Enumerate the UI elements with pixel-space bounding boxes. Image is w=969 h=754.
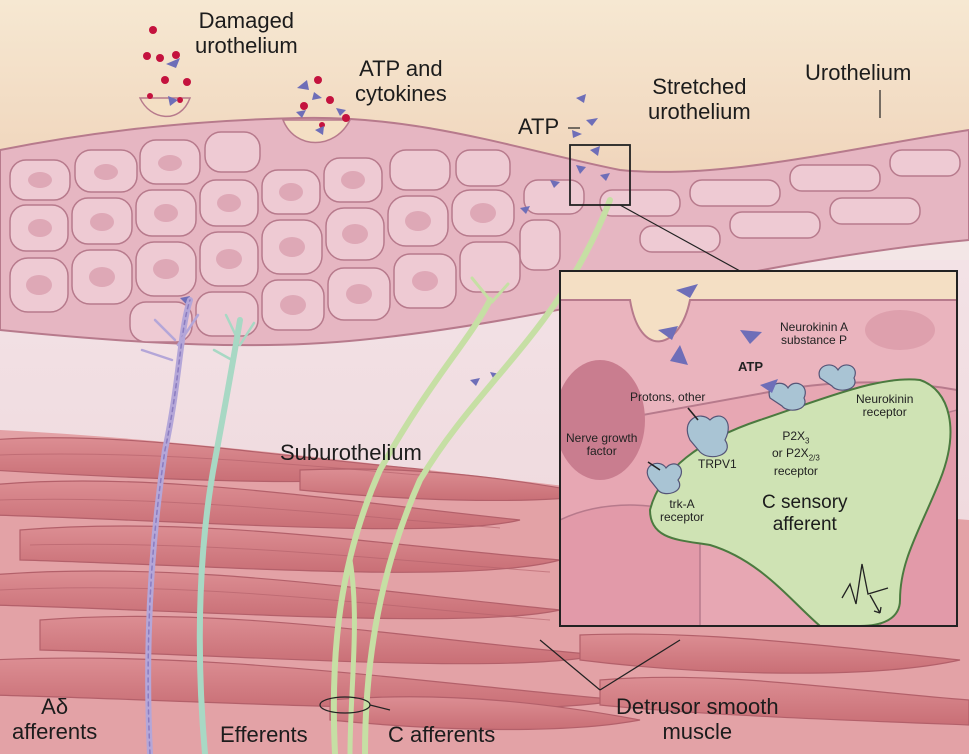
label-line: factor (566, 445, 637, 458)
label-line: ATP and (355, 56, 447, 81)
label-line: muscle (616, 719, 779, 744)
nerve-growth-factor-label: Nerve growth factor (566, 432, 637, 458)
label-line: Aδ (12, 694, 97, 719)
neurokinin-a-label: Neurokinin A substance P (780, 321, 848, 347)
label-line: C sensory (762, 492, 848, 514)
label-line: cytokines (355, 81, 447, 106)
damaged-urothelium-label: Damaged urothelium (195, 8, 298, 58)
atp-label: ATP (518, 114, 559, 139)
detrusor-smooth-muscle-label: Detrusor smooth muscle (616, 694, 779, 744)
urothelium-label: Urothelium (805, 60, 911, 85)
c-sensory-afferent-label: C sensory afferent (762, 492, 848, 536)
trpv1-label: TRPV1 (698, 458, 737, 471)
suburothelium-label: Suburothelium (280, 440, 422, 465)
p2x-subscript: 3 (805, 436, 809, 445)
a-delta-afferents-label: Aδ afferents (12, 694, 97, 744)
stretched-urothelium-label: Stretched urothelium (648, 74, 751, 124)
label-line: urothelium (195, 33, 298, 58)
label-line: Detrusor smooth (616, 694, 779, 719)
label-line: receptor (772, 465, 820, 478)
p2x-receptor-label: P2X3 or P2X2/3 receptor (772, 430, 820, 478)
p2x-text: or P2X (772, 446, 809, 460)
label-line: afferents (12, 719, 97, 744)
inset-atp-label: ATP (738, 360, 763, 373)
label-line: Damaged (195, 8, 298, 33)
label-line: afferent (762, 514, 848, 536)
c-afferents-label: C afferents (388, 722, 495, 747)
label-line: receptor (856, 406, 913, 419)
p2x-subscript: 2/3 (809, 454, 820, 463)
protons-label: Protons, other (630, 391, 705, 404)
label-line: urothelium (648, 99, 751, 124)
label-line: receptor (660, 511, 704, 524)
efferents-label: Efferents (220, 722, 308, 747)
atp-cytokines-label: ATP and cytokines (355, 56, 447, 106)
trk-a-receptor-label: trk-A receptor (660, 498, 704, 524)
label-line: Stretched (648, 74, 751, 99)
label-line: substance P (780, 334, 848, 347)
p2x-text: P2X (782, 429, 805, 443)
neurokinin-receptor-label: Neurokinin receptor (856, 393, 913, 419)
